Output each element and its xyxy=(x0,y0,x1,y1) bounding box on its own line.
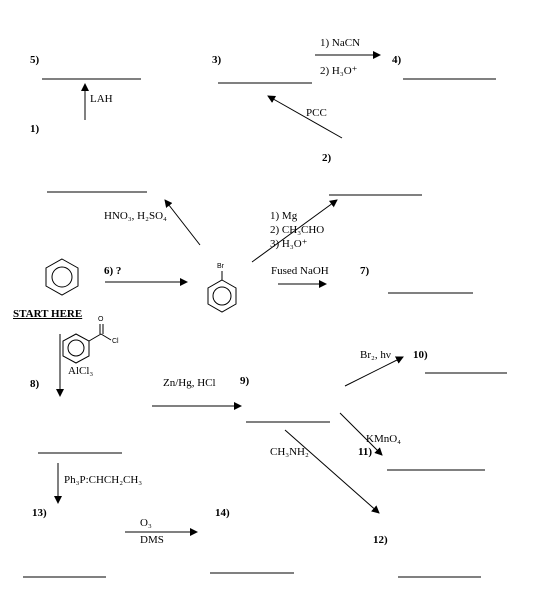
step-number-9: 9) xyxy=(240,375,250,387)
reagent-wittig: Ph₃P:CHCH₂CH₃ xyxy=(64,474,143,486)
benzene-structure xyxy=(45,258,79,296)
reagent-o3: O₃ xyxy=(140,517,152,529)
reagent-pcc: PCC xyxy=(306,107,327,119)
arrow-pcc xyxy=(267,95,343,139)
arrow-ch3nh2 xyxy=(284,429,380,514)
reagent-grignard-3: 3) H₃O⁺ xyxy=(270,238,308,250)
step-number-3: 3) xyxy=(212,54,222,66)
step-number-11: 11) xyxy=(358,446,373,458)
reagent-h3o-step3: 2) H₃O⁺ xyxy=(320,65,358,77)
step-number-2: 2) xyxy=(322,152,332,164)
arrow-kmno4 xyxy=(339,412,383,456)
step-number-12: 12) xyxy=(373,534,388,546)
reagent-lah: LAH xyxy=(90,93,113,105)
step-number-4: 4) xyxy=(392,54,402,66)
reagent-fused-naoh: Fused NaOH xyxy=(271,265,329,277)
reagent-kmno4: KMnO₄ xyxy=(366,433,402,445)
bromine-atom-label: Br xyxy=(217,263,224,270)
step-number-1: 1) xyxy=(30,123,40,135)
step-number-14: 14) xyxy=(215,507,230,519)
benzoyl-chloride-structure xyxy=(62,324,112,364)
step-number-7: 7) xyxy=(360,265,370,277)
arrow-grignard xyxy=(251,199,338,263)
reagent-clemmensen: Zn/Hg, HCl xyxy=(163,377,216,389)
reagent-grignard-2: 2) CH₃CHO xyxy=(270,224,325,236)
reagent-grignard-1: 1) Mg xyxy=(270,210,298,222)
start-here-label: START HERE xyxy=(13,308,83,320)
step-number-13: 13) xyxy=(32,507,47,519)
arrow-bromination xyxy=(344,356,404,387)
reagent-dms: DMS xyxy=(140,534,164,546)
step-number-5: 5) xyxy=(30,54,40,66)
reagent-alcl3: AlCl₃ xyxy=(68,365,94,377)
reagent-nitration: HNO₃, H₂SO₄ xyxy=(104,210,167,222)
reagent-ch3nh2: CH₃NH₂ xyxy=(270,446,309,458)
chlorine-atom-label: Cl xyxy=(112,338,119,345)
arrow-nitration xyxy=(164,199,201,246)
step-number-6: 6) ? xyxy=(104,265,122,277)
reagent-nacn: 1) NaCN xyxy=(320,37,361,49)
oxygen-atom-label: O xyxy=(98,316,104,323)
step-number-10: 10) xyxy=(413,349,428,361)
bromobenzene-structure xyxy=(207,271,237,313)
reagent-bromination: Br₂, hν xyxy=(360,349,391,361)
step-number-8: 8) xyxy=(30,378,40,390)
